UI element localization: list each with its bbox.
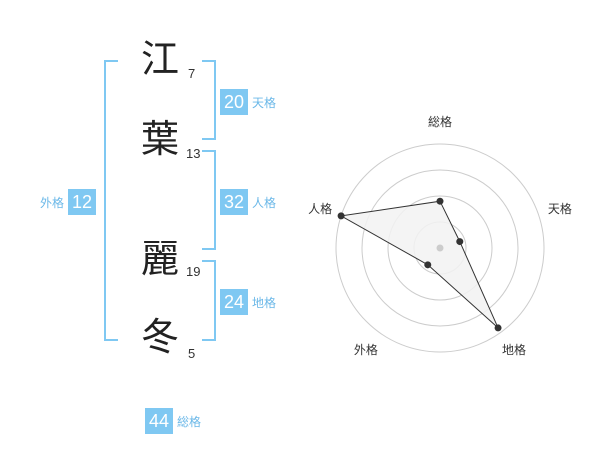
radar-axis-label-1: 総格 bbox=[428, 114, 452, 129]
radar-point-4 bbox=[424, 261, 432, 269]
tenkaku-value: 20 bbox=[220, 89, 248, 115]
soukaku-label: 総格 bbox=[177, 414, 202, 429]
radar-ring-4 bbox=[335, 143, 545, 353]
stroke-count-3: 19 bbox=[186, 264, 201, 279]
radar-point-1 bbox=[436, 197, 444, 205]
stroke-count-2: 13 bbox=[186, 146, 201, 161]
chikaku-score: 24 地格 bbox=[220, 289, 276, 315]
name-char-1: 江 bbox=[141, 37, 180, 81]
jinkaku-bracket bbox=[202, 150, 216, 250]
chikaku-bracket bbox=[202, 260, 216, 341]
radar-area bbox=[339, 200, 499, 329]
chikaku-value: 24 bbox=[220, 289, 248, 315]
name-char-4: 冬 bbox=[141, 315, 180, 359]
gaikaku-label: 外格 bbox=[40, 195, 65, 210]
name-char-3: 麗 bbox=[141, 237, 180, 281]
radar-axis-label-2: 天格 bbox=[548, 201, 572, 216]
jinkaku-value: 32 bbox=[220, 189, 248, 215]
tenkaku-bracket bbox=[202, 60, 216, 140]
radar-center bbox=[436, 244, 444, 252]
radar-ring-3 bbox=[361, 169, 519, 327]
soukaku-score: 44 総格 bbox=[145, 408, 201, 434]
stroke-count-4: 5 bbox=[188, 346, 196, 361]
stroke-count-1: 7 bbox=[188, 66, 196, 81]
jinkaku-label: 人格 bbox=[252, 195, 277, 210]
radar-axis-label-4: 外格 bbox=[354, 342, 378, 357]
jinkaku-score: 32 人格 bbox=[220, 189, 276, 215]
soukaku-value: 44 bbox=[145, 408, 173, 434]
name-char-2: 葉 bbox=[141, 117, 180, 161]
radar-point-5 bbox=[337, 212, 345, 220]
tenkaku-label: 天格 bbox=[252, 95, 277, 110]
chikaku-label: 地格 bbox=[252, 295, 277, 310]
radar-ring-2 bbox=[387, 195, 493, 301]
radar-axis-label-5: 人格 bbox=[308, 201, 332, 216]
gaikaku-bracket bbox=[104, 60, 118, 341]
gaikaku-score: 外格 12 bbox=[40, 189, 97, 215]
radar-point-3 bbox=[494, 324, 502, 332]
tenkaku-score: 20 天格 bbox=[220, 89, 276, 115]
gaikaku-value: 12 bbox=[68, 189, 97, 215]
radar-point-2 bbox=[456, 238, 464, 246]
radar-axis-label-3: 地格 bbox=[502, 342, 526, 357]
